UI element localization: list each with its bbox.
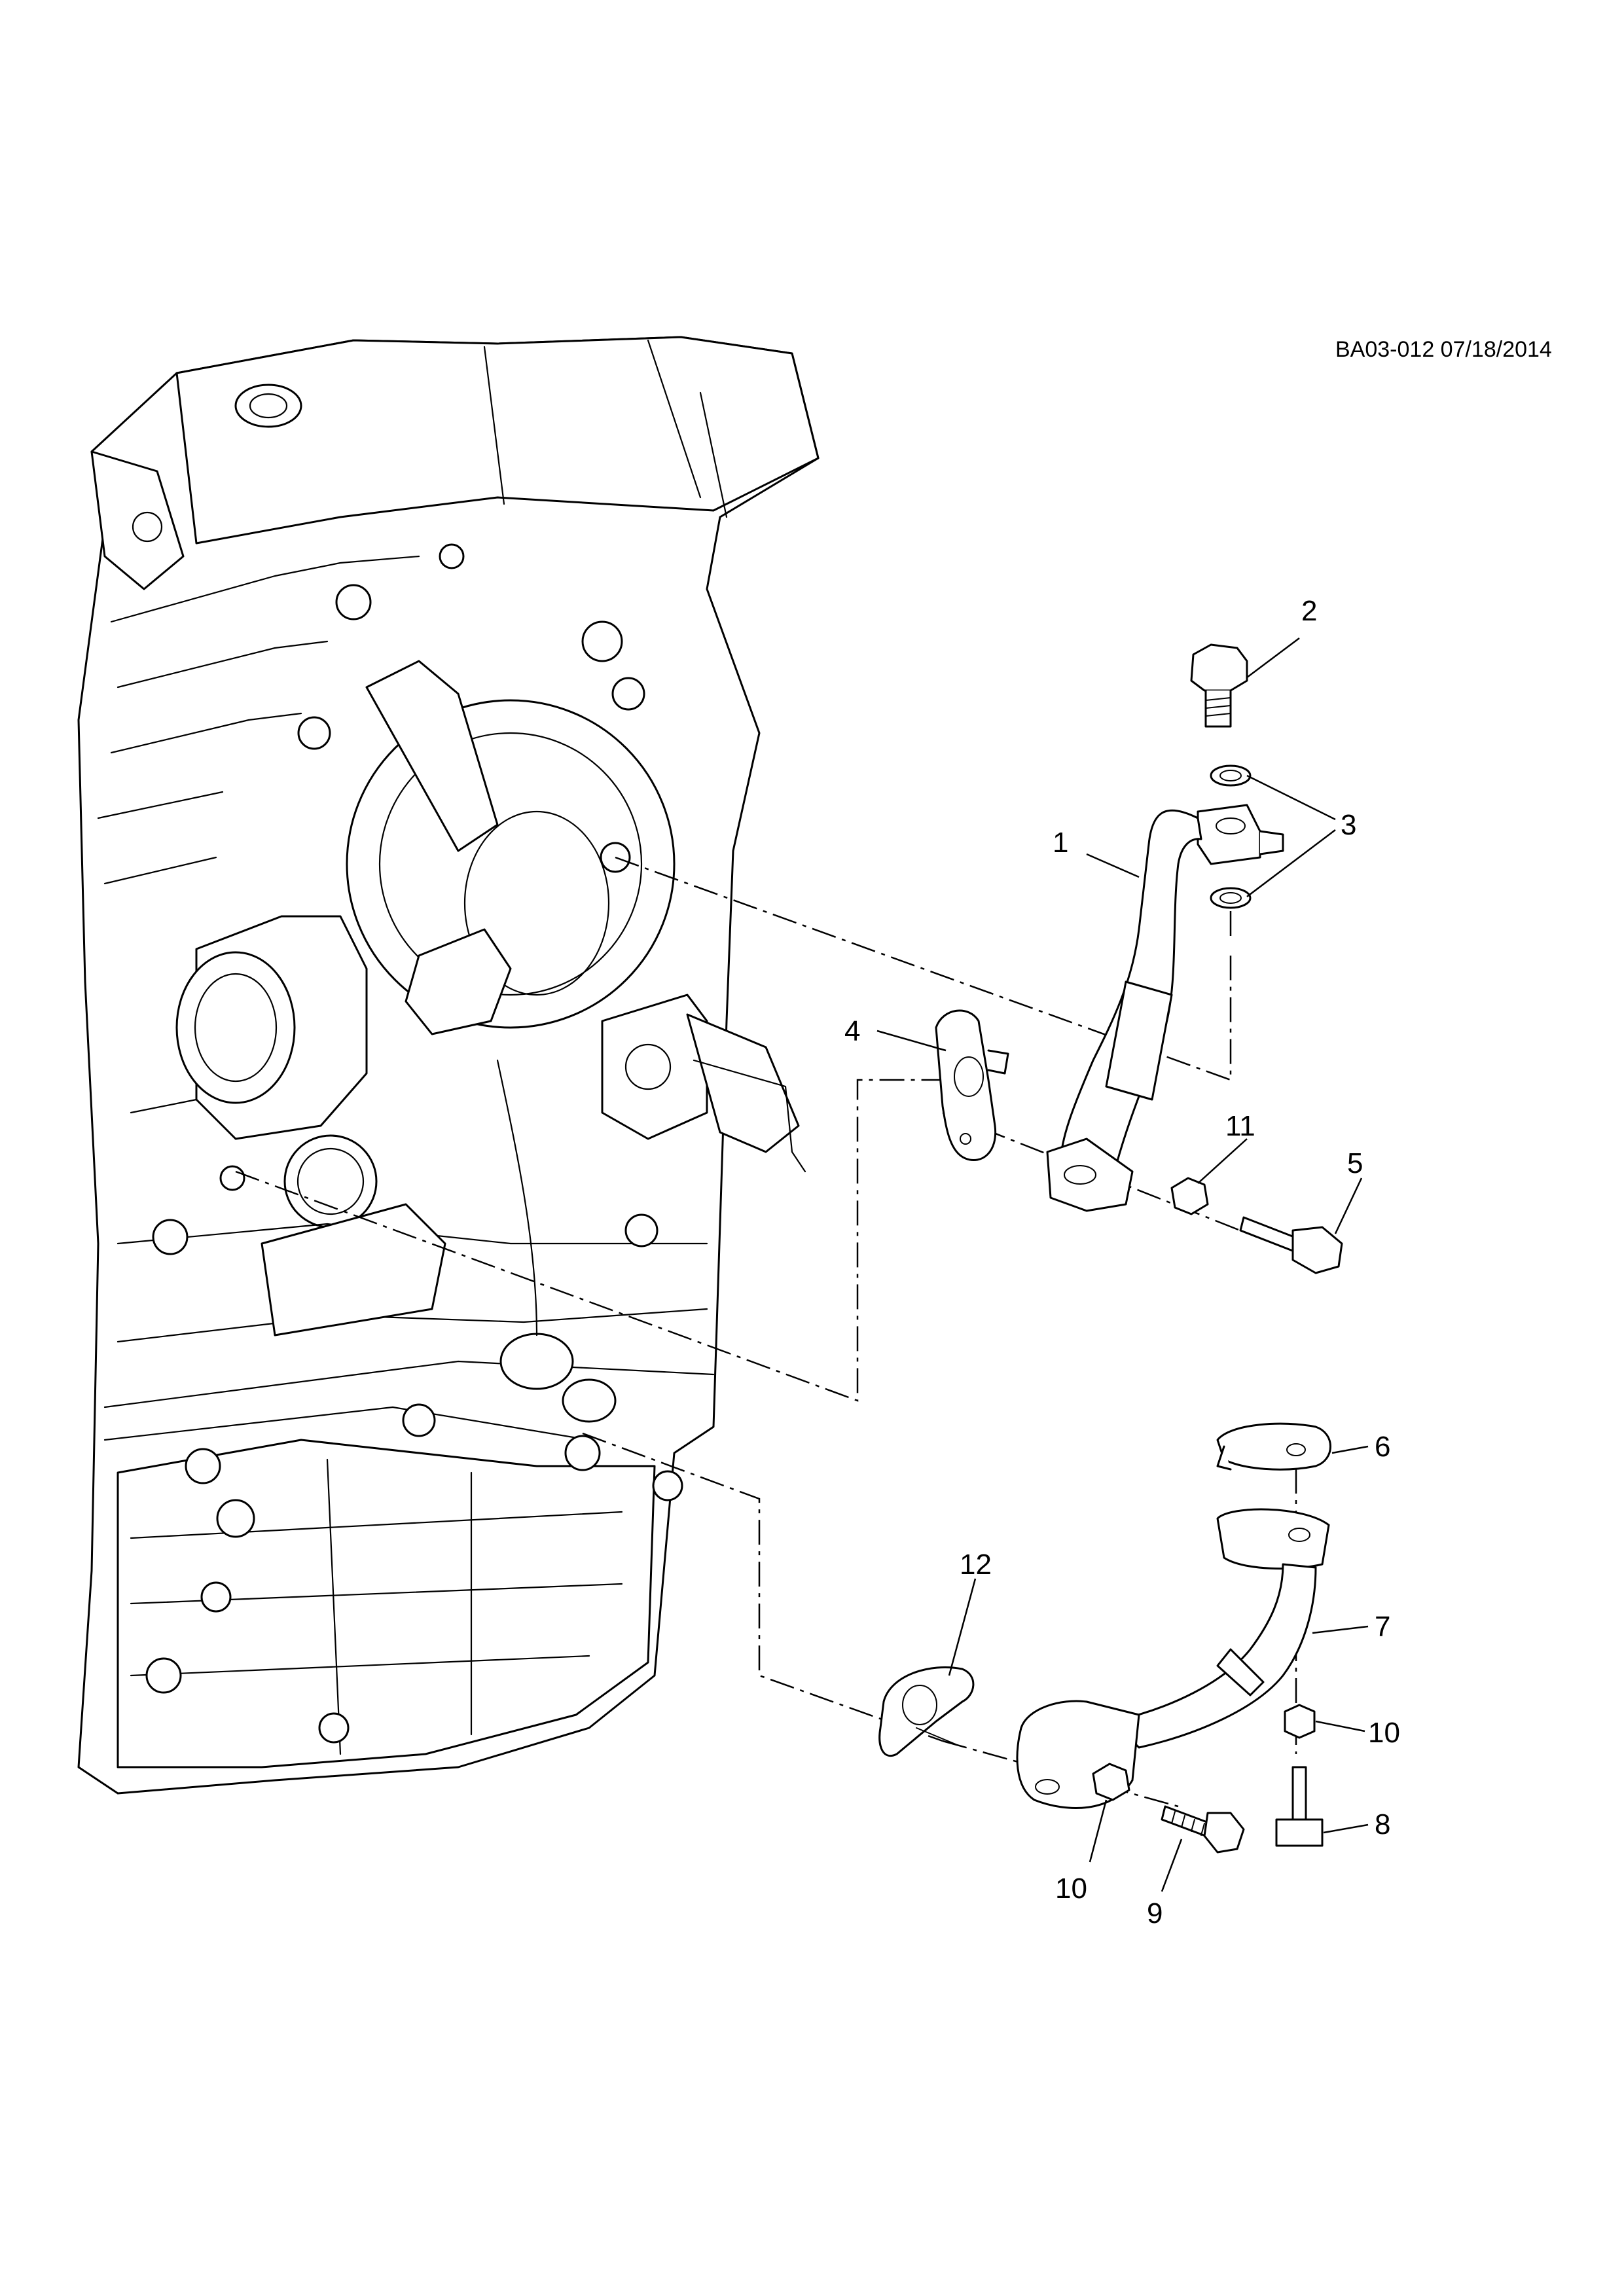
- callout-1: 1: [1053, 827, 1068, 859]
- part-washer-lower: [1210, 887, 1252, 909]
- callout-4: 4: [844, 1015, 860, 1047]
- callout-9: 9: [1147, 1897, 1163, 1929]
- callout-5: 5: [1347, 1147, 1363, 1179]
- part-oil-return-pipe: [1016, 1508, 1330, 1809]
- callout-8: 8: [1375, 1808, 1390, 1840]
- callout-7: 7: [1375, 1611, 1390, 1643]
- diagram-id: BA03-012 07/18/2014: [1335, 337, 1552, 362]
- part-nut-upper: [1170, 1177, 1209, 1215]
- part-gasket-lower-left: [878, 1666, 975, 1757]
- part-nut-lower-left: [1092, 1763, 1130, 1801]
- callout-10-right: 10: [1368, 1717, 1400, 1749]
- part-gasket-upper: [935, 1009, 1009, 1161]
- callout-2: 2: [1301, 595, 1317, 627]
- part-bolt-lower-left: [1161, 1805, 1245, 1854]
- part-nut-lower-right: [1284, 1704, 1316, 1739]
- callout-leaders: [876, 637, 1369, 1892]
- part-bolt-lower-right: [1275, 1766, 1324, 1847]
- part-gasket-lower-right: [1216, 1422, 1331, 1471]
- callout-10-left: 10: [1055, 1873, 1087, 1905]
- part-bolt-upper: [1239, 1216, 1343, 1274]
- part-oil-feed-pipe: [1046, 804, 1284, 1212]
- engine-block: [77, 336, 820, 1795]
- callout-6: 6: [1375, 1431, 1390, 1463]
- callout-3: 3: [1341, 809, 1356, 841]
- callout-12: 12: [960, 1549, 992, 1581]
- part-washer-upper: [1210, 764, 1252, 787]
- callout-labels: 1 2 3 4 5 6 7 8 9 10 10 11 12: [844, 595, 1400, 1929]
- part-banjo-bolt: [1190, 643, 1248, 728]
- callout-11: 11: [1225, 1110, 1255, 1142]
